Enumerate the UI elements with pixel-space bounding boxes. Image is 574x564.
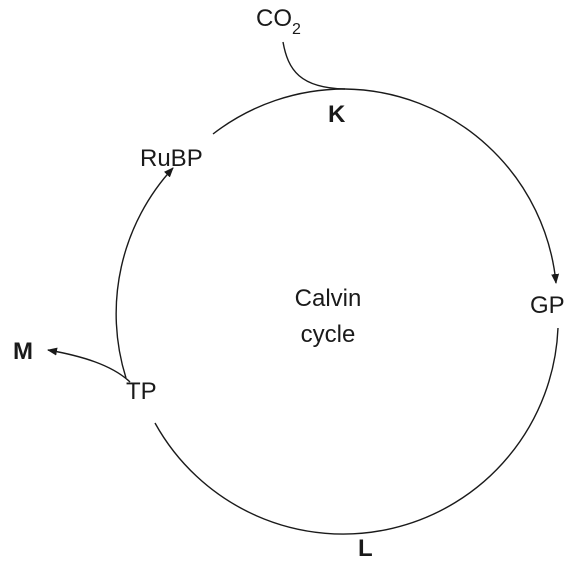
co2-label: CO2	[256, 5, 301, 38]
tp-to-m-arrow	[47, 347, 131, 383]
label-l: L	[358, 535, 373, 562]
label-tp: TP	[126, 378, 157, 405]
co2-entry-arrow	[282, 41, 346, 90]
arc-tp-to-rubp	[115, 167, 174, 379]
label-m: M	[13, 338, 33, 365]
label-k: K	[328, 101, 346, 128]
arc-rubp-to-k	[212, 88, 346, 135]
arc-gp-to-tp	[154, 327, 559, 535]
label-gp: GP	[530, 292, 565, 319]
center-label-line2: cycle	[301, 321, 356, 348]
arc-k-to-gp	[344, 88, 560, 284]
label-rubp: RuBP	[140, 145, 203, 172]
center-label-line1: Calvin	[295, 285, 362, 312]
